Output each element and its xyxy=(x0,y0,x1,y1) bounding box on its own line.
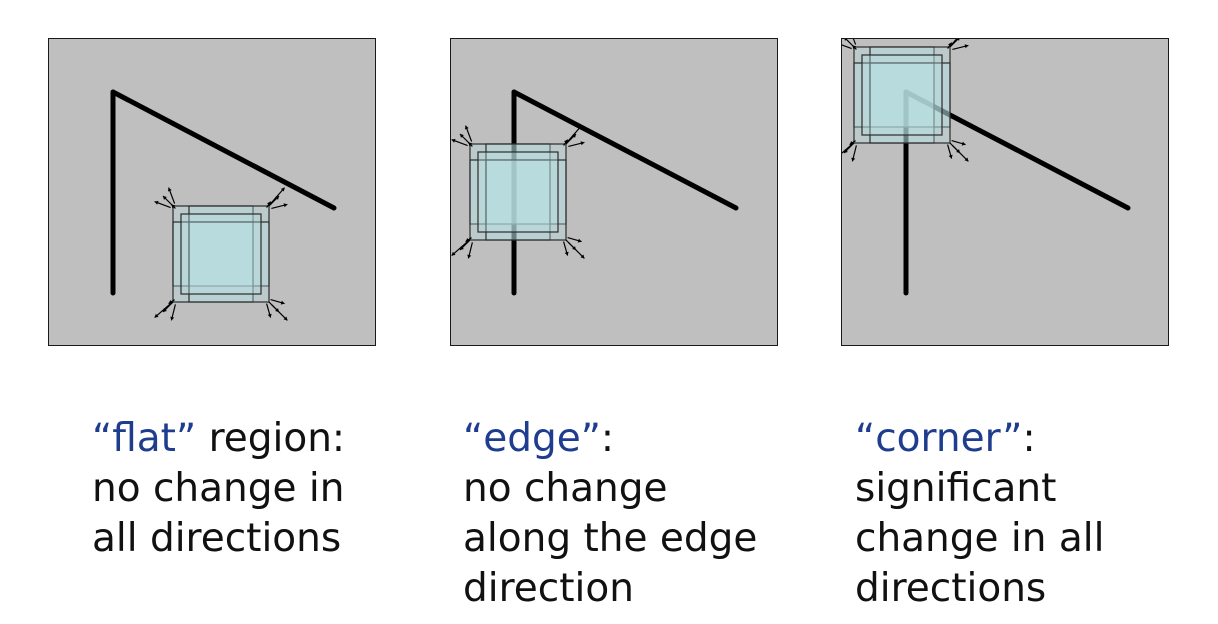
edge-region-panel xyxy=(450,38,778,346)
window-shift-arrow-icon xyxy=(154,187,288,321)
caption-line: change in all xyxy=(855,516,1105,561)
caption-line: no change in xyxy=(92,466,345,511)
edge-region-illustration xyxy=(451,89,739,296)
caption-line: direction xyxy=(463,566,634,611)
shifting-window xyxy=(172,205,270,303)
edge-region-caption: “edge”: no change along the edge directi… xyxy=(463,414,757,614)
corner-region-caption: “corner”: significant change in all dire… xyxy=(855,414,1104,614)
image-edge-shape xyxy=(511,89,739,296)
caption-heading-suffix: : xyxy=(600,416,615,461)
caption-line: significant xyxy=(855,466,1057,511)
image-edge-shape xyxy=(903,89,1131,296)
caption-term: “corner” xyxy=(855,416,1023,461)
caption-line: all directions xyxy=(92,516,342,561)
caption-heading-suffix: region: xyxy=(196,416,346,461)
caption-term: “edge” xyxy=(463,416,601,461)
image-edge-shape xyxy=(110,89,337,296)
flat-region-caption: “flat” region: no change in all directio… xyxy=(92,414,345,564)
corner-region-illustration xyxy=(842,39,1131,296)
caption-heading: “flat” region: xyxy=(92,414,345,464)
corner-region-panel xyxy=(841,38,1169,346)
caption-line: directions xyxy=(855,566,1047,611)
caption-heading: “edge”: xyxy=(463,414,757,464)
shifting-window xyxy=(469,143,567,241)
caption-line: along the edge xyxy=(463,516,758,561)
shifting-window xyxy=(853,46,951,144)
flat-region-illustration xyxy=(110,89,337,321)
window-shift-arrow-icon xyxy=(842,39,969,162)
caption-term: “flat” xyxy=(92,416,197,461)
flat-region-panel xyxy=(48,38,376,346)
caption-heading: “corner”: xyxy=(855,414,1104,464)
window-shift-arrow-icon xyxy=(451,125,585,259)
caption-heading-suffix: : xyxy=(1022,416,1036,461)
caption-line: no change xyxy=(463,466,668,511)
